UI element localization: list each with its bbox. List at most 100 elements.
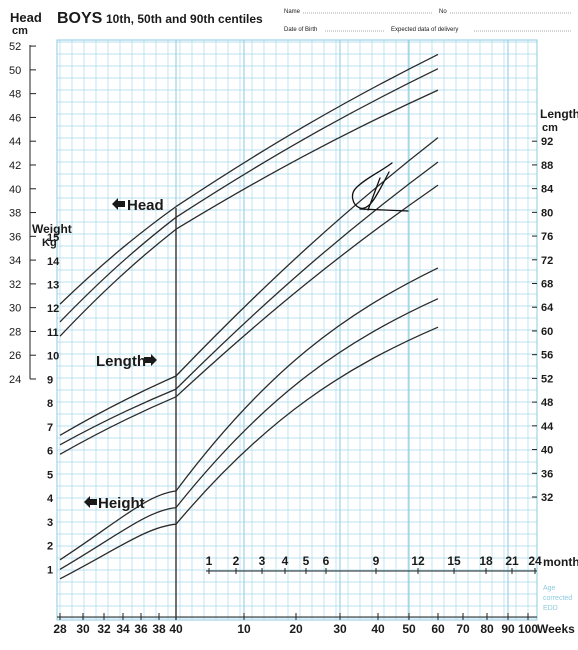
head-90th-centile-line	[59, 53, 439, 305]
x-tick-label: 20	[289, 622, 303, 636]
age-note-line2: corrected	[543, 595, 572, 602]
head-tick-label: 36	[9, 231, 21, 243]
month-tick-label: 5	[303, 554, 310, 568]
x-tick-label: 36	[134, 622, 148, 636]
left-arrow-icon	[112, 198, 125, 210]
weeks-axis-title: Weeks	[537, 622, 575, 636]
head-tick-label: 52	[9, 41, 21, 53]
length-tick-label: 72	[541, 255, 553, 267]
weight-tick-label: 3	[47, 517, 53, 529]
x-tick-label: 34	[116, 622, 130, 636]
x-tick-label: 30	[76, 622, 90, 636]
x-tick-label: 100	[518, 622, 538, 636]
dob-label: Date of Birth	[284, 27, 317, 33]
head-axis-title: Head	[10, 10, 42, 25]
length-tick-label: 40	[541, 445, 553, 457]
month-tick-label: 6	[323, 554, 330, 568]
weight-tick-label: 8	[47, 398, 53, 410]
month-tick-label: 1	[206, 554, 213, 568]
grid	[56, 39, 538, 621]
weight-tick-label: 2	[47, 541, 53, 553]
length-tick-label: 88	[541, 160, 553, 172]
x-tick-label: 32	[97, 622, 111, 636]
length-tick-label: 36	[541, 468, 553, 480]
length-tick-label: 76	[541, 231, 553, 243]
length-tick-label: 44	[541, 421, 554, 433]
weight-tick-label: 12	[47, 303, 59, 315]
month-tick-label: 9	[373, 554, 380, 568]
right-arrow-icon	[144, 354, 157, 366]
weight-tick-label: 6	[47, 446, 53, 458]
month-tick-label: 3	[259, 554, 266, 568]
length-tick-label: 60	[541, 326, 553, 338]
head-tick-label: 46	[9, 112, 21, 124]
name-label: Name	[284, 9, 301, 15]
length-tick-label: 84	[541, 184, 554, 196]
month-tick-label: 24	[528, 554, 542, 568]
weight-tick-label: 1	[47, 564, 53, 576]
length-50th-centile-line	[59, 161, 439, 446]
title-centiles: 10th, 50th and 90th centiles	[106, 12, 263, 26]
length-tick-label: 48	[541, 397, 553, 409]
head-tick-label: 38	[9, 208, 21, 220]
length-curve-label: Length	[96, 353, 157, 370]
svg-text:Height: Height	[98, 495, 145, 512]
weight-tick-label: 11	[47, 327, 59, 339]
head-tick-label: 44	[9, 136, 21, 148]
x-tick-label: 90	[501, 622, 515, 636]
month-tick-label: 15	[447, 554, 461, 568]
head-tick-label: 34	[9, 255, 21, 267]
length-tick-label: 64	[541, 302, 554, 314]
pen-annotation	[351, 162, 409, 212]
x-tick-label: 80	[480, 622, 494, 636]
head-tick-label: 48	[9, 89, 21, 101]
head-tick-label: 26	[9, 350, 21, 362]
title-boys: BOYS	[57, 10, 103, 27]
head-tick-label: 32	[9, 279, 21, 291]
centile-curves	[59, 53, 439, 580]
head-tick-label: 30	[9, 303, 21, 315]
age-note-line3: EDD	[543, 605, 558, 612]
head-tick-label: 42	[9, 160, 21, 172]
x-tick-label: 60	[431, 622, 445, 636]
month-axis-title: month	[543, 555, 578, 569]
left-arrow-icon	[84, 496, 97, 508]
head-tick-label: 50	[9, 65, 21, 77]
head-tick-label: 40	[9, 184, 21, 196]
length-tick-label: 68	[541, 279, 553, 291]
month-tick-label: 18	[479, 554, 493, 568]
height-curve-label: Height	[84, 495, 145, 512]
weight-tick-label: 9	[47, 374, 53, 386]
length-10th-centile-line	[59, 184, 439, 455]
x-tick-label: 40	[371, 622, 385, 636]
weight-tick-label: 14	[47, 256, 60, 268]
length-tick-label: 32	[541, 492, 553, 504]
weight-50th-centile-line	[59, 298, 439, 570]
length-90th-centile-line	[59, 137, 439, 436]
weight-tick-label: 4	[47, 493, 54, 505]
weight-10th-centile-line	[59, 326, 439, 580]
x-tick-label: 30	[333, 622, 347, 636]
length-tick-label: 92	[541, 136, 553, 148]
head-curve-label: Head	[112, 197, 164, 214]
head-50th-centile-line	[59, 68, 439, 323]
weight-axis-unit: Kg	[42, 237, 57, 249]
head-tick-label: 24	[9, 374, 21, 386]
month-tick-label: 2	[233, 554, 240, 568]
x-tick-label: 40	[169, 622, 183, 636]
svg-text:Length: Length	[96, 353, 146, 370]
x-tick-label: 10	[237, 622, 251, 636]
x-tick-label: 28	[53, 622, 67, 636]
weight-tick-label: 5	[47, 469, 53, 481]
weight-tick-label: 15	[47, 232, 59, 244]
length-tick-label: 56	[541, 350, 553, 362]
length-tick-label: 52	[541, 373, 553, 385]
month-tick-label: 12	[411, 554, 425, 568]
month-tick-label: 21	[505, 554, 519, 568]
head-axis-unit: cm	[12, 25, 28, 37]
weight-axis-title: Weight	[32, 222, 72, 236]
axes: 2426283032343638404244464850521234567891…	[9, 41, 554, 636]
x-tick-label: 50	[402, 622, 416, 636]
head-10th-centile-line	[59, 89, 439, 337]
length-axis-unit: cm	[542, 122, 558, 134]
